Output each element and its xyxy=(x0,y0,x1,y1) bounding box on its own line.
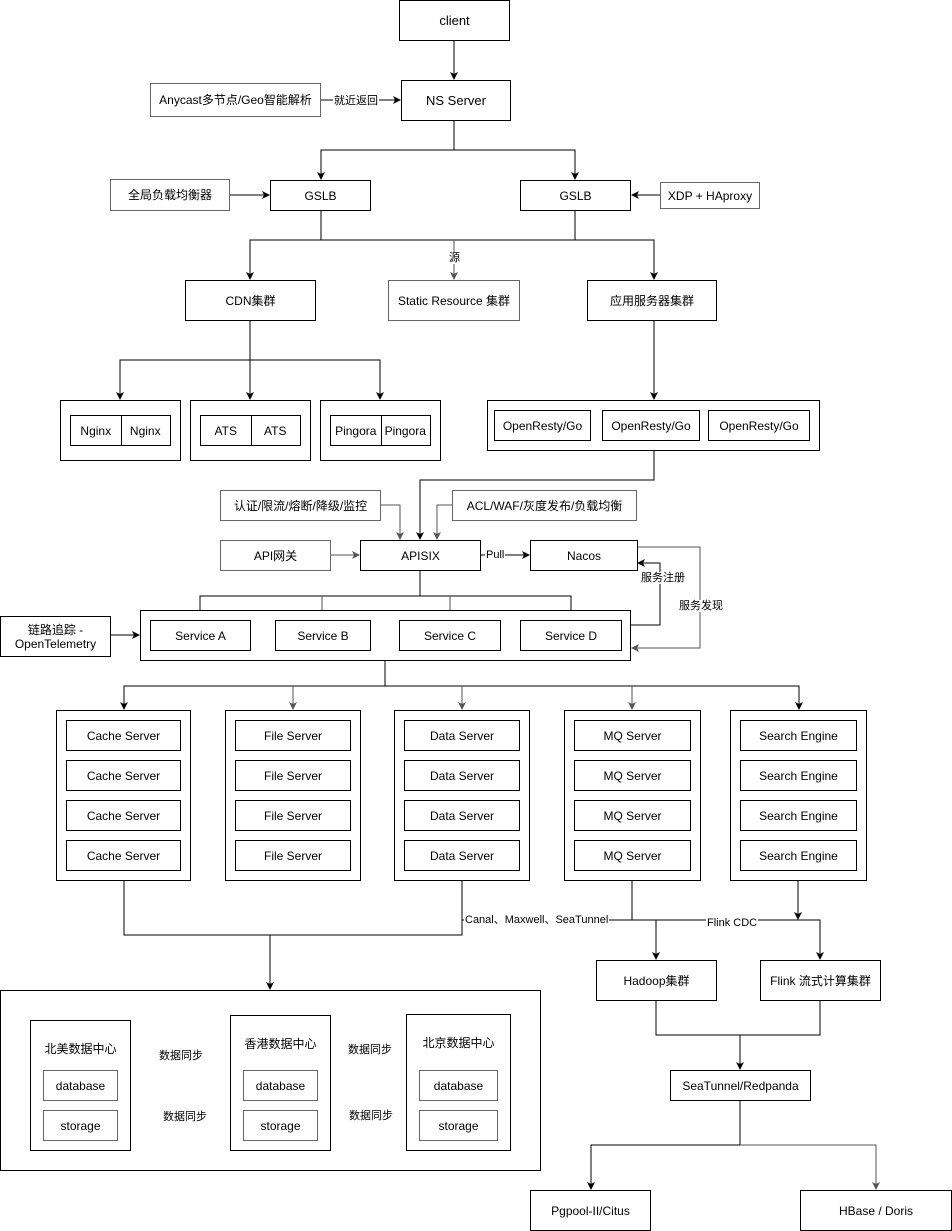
file-server-3[interactable]: File Server xyxy=(235,800,351,831)
data-server-3[interactable]: Data Server xyxy=(404,800,520,831)
api-gateway-note: API网关 xyxy=(220,540,331,571)
mq-server-4[interactable]: MQ Server xyxy=(574,840,691,871)
file-server-2[interactable]: File Server xyxy=(235,760,351,791)
tracing-note: 链路追踪 - OpenTelemetry xyxy=(0,616,111,657)
edge-label-flink-cdc: Flink CDC xyxy=(706,917,759,929)
mq-server-1[interactable]: MQ Server xyxy=(574,720,691,751)
nginx-1: Nginx xyxy=(80,423,112,438)
edge-label-sync-4: 数据同步 xyxy=(348,1110,394,1122)
apisix-node[interactable]: APISIX xyxy=(360,540,481,571)
database-node[interactable]: database xyxy=(43,1070,118,1101)
datacenter-title: 香港数据中心 xyxy=(244,1037,317,1051)
edge-bigdata-seatunnel xyxy=(655,1000,821,1036)
file-server-1[interactable]: File Server xyxy=(235,720,351,751)
cache-server-1[interactable]: Cache Server xyxy=(66,720,181,751)
hbase-node[interactable]: HBase / Doris xyxy=(800,1190,952,1231)
gslb-left-node[interactable]: GSLB xyxy=(270,180,371,211)
edge-ns-gslb xyxy=(320,120,455,179)
openresty-3[interactable]: OpenResty/Go xyxy=(708,410,810,441)
service-b[interactable]: Service B xyxy=(275,620,371,651)
search-server-4[interactable]: Search Engine xyxy=(740,840,857,871)
search-server-1[interactable]: Search Engine xyxy=(740,720,857,751)
cache-server-4[interactable]: Cache Server xyxy=(66,840,181,871)
edge-label-origin: 源 xyxy=(448,252,461,264)
edge-cdn-proxies xyxy=(116,320,251,400)
edge-gslb-clusters xyxy=(246,210,322,280)
ats-group[interactable]: ATS ATS xyxy=(190,400,311,461)
pgpool-node[interactable]: Pgpool-II/Citus xyxy=(530,1190,651,1231)
nginx-2: Nginx xyxy=(129,423,161,438)
pingora-group[interactable]: Pingora Pingora xyxy=(320,400,441,461)
edge-label-cdc-tools: Canal、Maxwell、SeaTunnel xyxy=(464,914,610,926)
mq-server-2[interactable]: MQ Server xyxy=(574,760,691,791)
edge-services-clusters xyxy=(120,660,386,710)
ns-server-node[interactable]: NS Server xyxy=(401,80,511,121)
ats-2: ATS xyxy=(264,423,287,438)
storage-node[interactable]: storage xyxy=(43,1110,118,1141)
pingora-1: Pingora xyxy=(335,423,377,438)
acl-note: ACL/WAF/灰度发布/负载均衡 xyxy=(452,490,637,521)
storage-node[interactable]: storage xyxy=(419,1110,498,1141)
mq-server-3[interactable]: MQ Server xyxy=(574,800,691,831)
edge-label-sync-2: 数据同步 xyxy=(347,1044,393,1056)
edge-label-service-discovery: 服务发现 xyxy=(678,600,724,612)
ats-pair: ATS ATS xyxy=(200,415,301,446)
auth-note: 认证/限流/熔断/降级/监控 xyxy=(220,490,381,521)
search-server-2[interactable]: Search Engine xyxy=(740,760,857,791)
nacos-node[interactable]: Nacos xyxy=(530,540,638,571)
service-d[interactable]: Service D xyxy=(520,620,622,651)
pingora-2: Pingora xyxy=(384,423,426,438)
client-node[interactable]: client xyxy=(399,0,510,41)
file-server-4[interactable]: File Server xyxy=(235,840,351,871)
search-server-3[interactable]: Search Engine xyxy=(740,800,857,831)
cache-server-3[interactable]: Cache Server xyxy=(66,800,181,831)
gslb-right-node[interactable]: GSLB xyxy=(520,180,631,211)
data-server-1[interactable]: Data Server xyxy=(404,720,520,751)
ats-1: ATS xyxy=(214,423,237,438)
edge-label-sync-1: 数据同步 xyxy=(158,1050,204,1062)
openresty-2[interactable]: OpenResty/Go xyxy=(602,410,700,441)
cache-server-2[interactable]: Cache Server xyxy=(66,760,181,791)
global-lb-note: 全局负载均衡器 xyxy=(110,179,230,211)
edge-storage-datacenters xyxy=(123,880,463,936)
openresty-1[interactable]: OpenResty/Go xyxy=(494,410,591,441)
edge-seatunnel-sinks xyxy=(587,1100,741,1190)
datacenter-title: 北美数据中心 xyxy=(44,1042,117,1056)
anycast-note: Anycast多节点/Geo智能解析 xyxy=(150,83,321,117)
edge-label-nearest-return: 就近返回 xyxy=(333,95,379,107)
edge-label-service-register: 服务注册 xyxy=(640,572,686,584)
edge-label-pull: Pull xyxy=(485,549,506,561)
service-c[interactable]: Service C xyxy=(399,620,501,651)
edge-openresty-apisix xyxy=(416,450,655,540)
data-server-4[interactable]: Data Server xyxy=(404,840,520,871)
xdp-note: XDP + HAproxy xyxy=(660,182,760,209)
database-node[interactable]: database xyxy=(419,1070,498,1101)
edge-label-sync-3: 数据同步 xyxy=(162,1111,208,1123)
data-server-2[interactable]: Data Server xyxy=(404,760,520,791)
storage-node[interactable]: storage xyxy=(243,1110,318,1141)
datacenter-title: 北京数据中心 xyxy=(422,1036,495,1050)
app-cluster-node[interactable]: 应用服务器集群 xyxy=(587,280,717,321)
cdn-cluster-node[interactable]: CDN集群 xyxy=(185,280,316,321)
edge-service-discovery xyxy=(631,546,701,652)
service-a[interactable]: Service A xyxy=(150,620,251,651)
edge-service-register xyxy=(630,559,661,626)
seatunnel-node[interactable]: SeaTunnel/Redpanda xyxy=(670,1070,811,1101)
flink-node[interactable]: Flink 流式计算集群 xyxy=(760,960,881,1001)
pingora-pair: Pingora Pingora xyxy=(330,415,431,446)
nginx-pair: Nginx Nginx xyxy=(70,415,171,446)
hadoop-node[interactable]: Hadoop集群 xyxy=(596,960,717,1001)
static-resource-node[interactable]: Static Resource 集群 xyxy=(388,280,520,321)
nginx-group[interactable]: Nginx Nginx xyxy=(60,400,181,461)
database-node[interactable]: database xyxy=(243,1070,318,1101)
